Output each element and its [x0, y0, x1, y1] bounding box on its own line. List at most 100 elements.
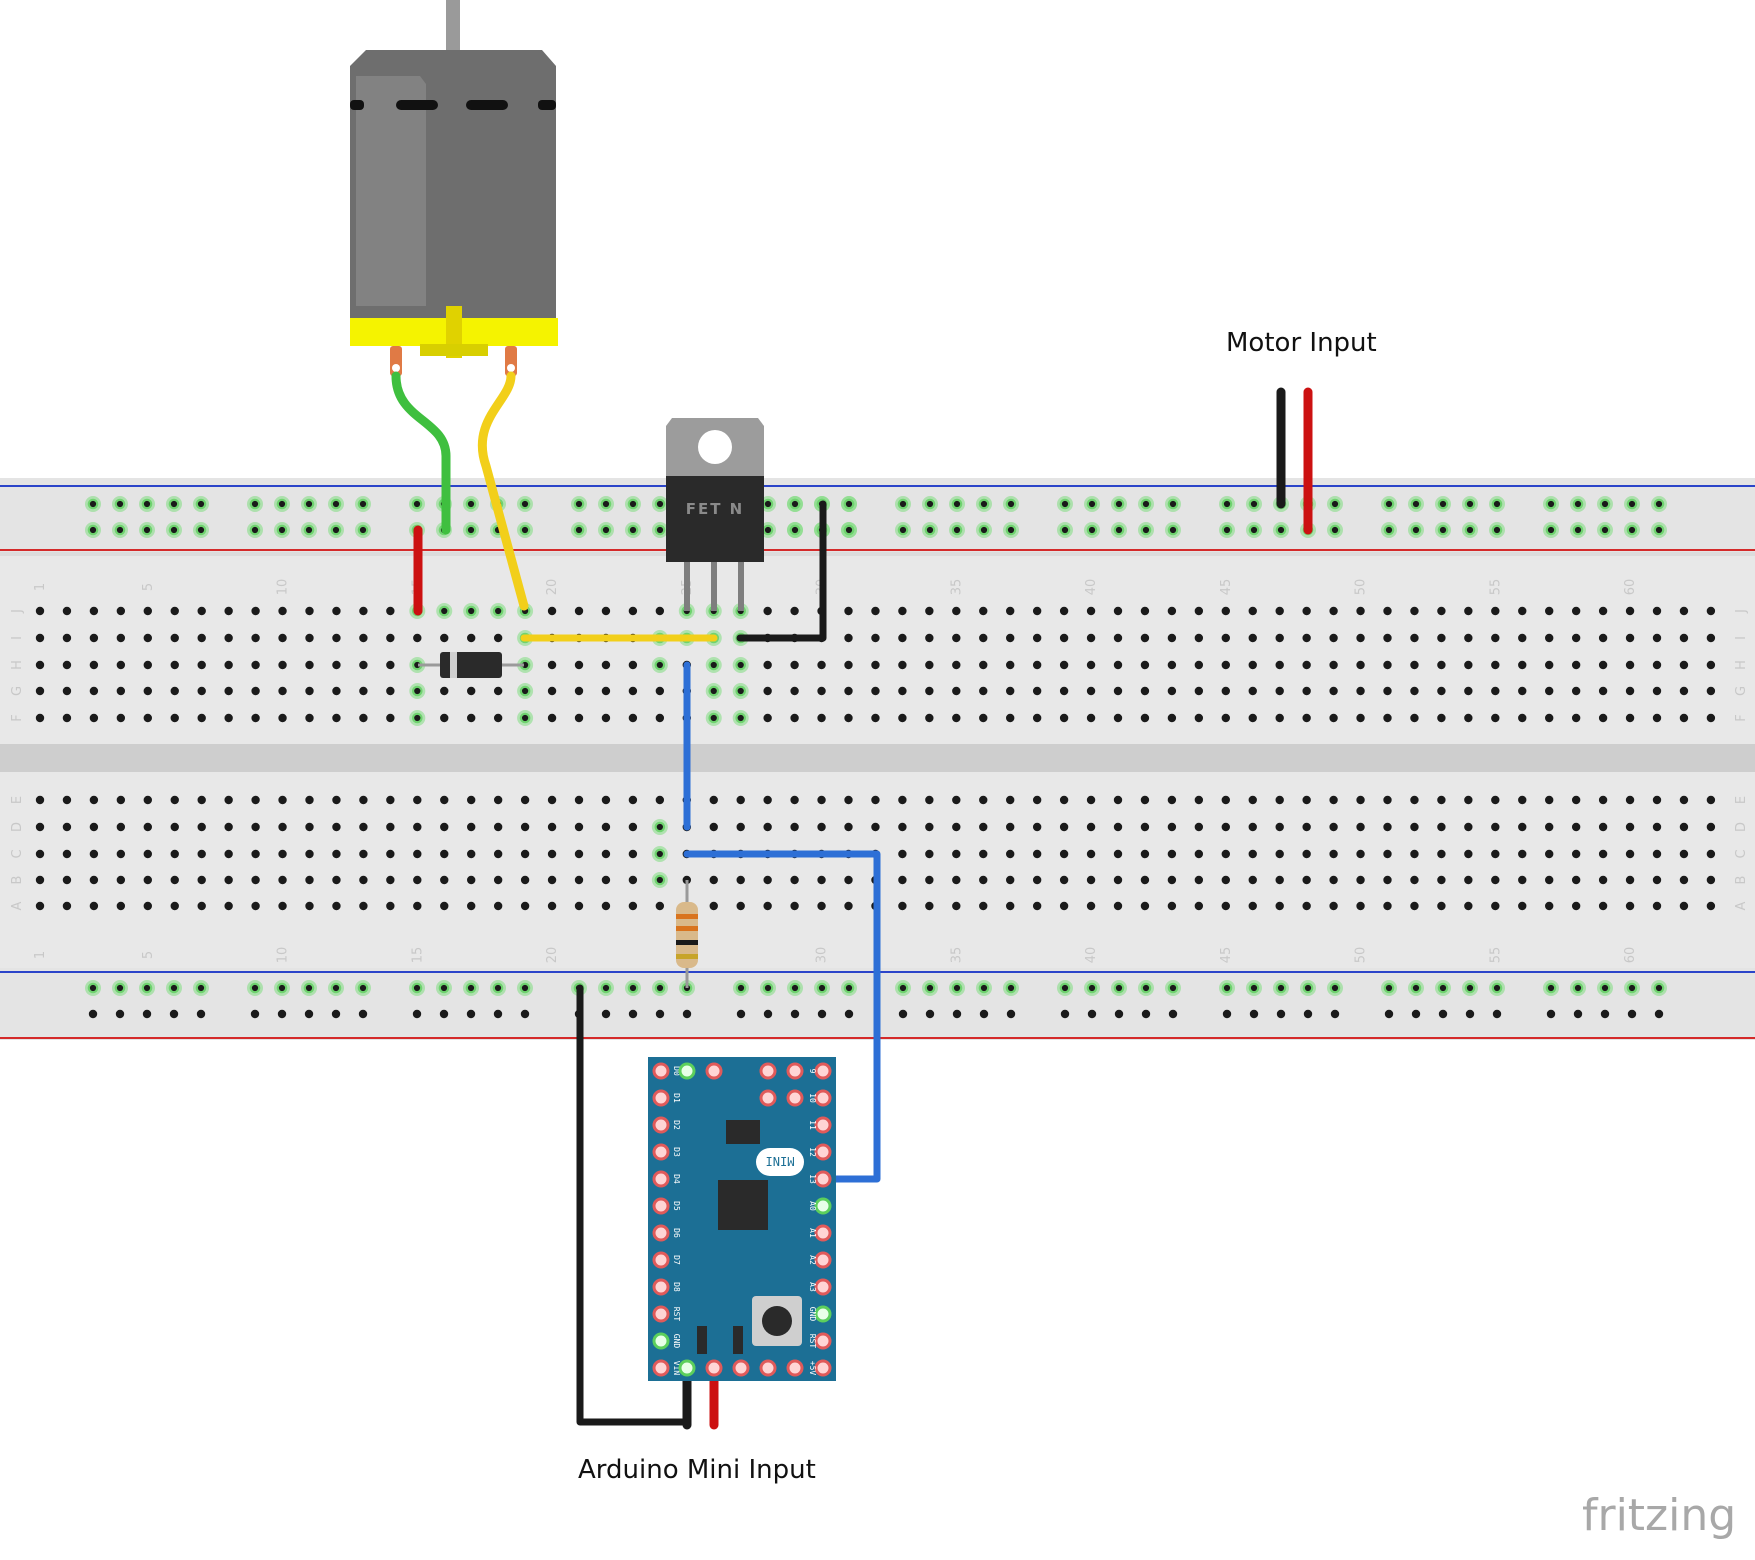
terminal-hole[interactable] — [1221, 875, 1231, 885]
terminal-hole[interactable] — [359, 686, 368, 696]
power-rail-hole[interactable] — [655, 1009, 665, 1019]
power-rail-hole[interactable] — [816, 982, 828, 994]
terminal-hole[interactable] — [1113, 633, 1123, 643]
terminal-hole[interactable] — [35, 822, 45, 832]
terminal-hole[interactable] — [1652, 795, 1662, 805]
terminal-hole[interactable] — [547, 713, 557, 723]
terminal-hole[interactable] — [925, 660, 934, 670]
terminal-hole[interactable] — [574, 822, 584, 832]
terminal-hole[interactable] — [1491, 633, 1500, 643]
terminal-hole[interactable] — [898, 822, 907, 832]
terminal-hole[interactable] — [305, 822, 314, 832]
power-rail-hole[interactable] — [844, 1009, 854, 1019]
terminal-hole[interactable] — [413, 901, 422, 911]
terminal-hole[interactable] — [1706, 795, 1716, 805]
terminal-hole[interactable] — [1545, 795, 1554, 805]
terminal-hole[interactable] — [1518, 633, 1527, 643]
terminal-hole[interactable] — [467, 633, 476, 643]
terminal-hole[interactable] — [35, 901, 45, 911]
terminal-hole[interactable] — [1032, 822, 1042, 832]
terminal-hole[interactable] — [1652, 849, 1662, 859]
terminal-hole[interactable] — [979, 633, 988, 643]
power-rail-hole[interactable] — [627, 524, 639, 536]
terminal-hole[interactable] — [1652, 633, 1662, 643]
power-rail-hole[interactable] — [358, 1009, 368, 1019]
terminal-hole[interactable] — [925, 875, 934, 885]
terminal-hole[interactable] — [1167, 795, 1177, 805]
arduino-pin-left[interactable] — [652, 1278, 670, 1296]
terminal-hole[interactable] — [1356, 822, 1365, 832]
terminal-hole[interactable] — [601, 713, 611, 723]
terminal-hole[interactable] — [62, 713, 72, 723]
terminal-hole[interactable] — [1571, 633, 1581, 643]
power-rail-hole[interactable] — [1653, 498, 1665, 510]
terminal-hole[interactable] — [251, 606, 260, 616]
terminal-hole[interactable] — [278, 633, 287, 643]
terminal-hole[interactable] — [1410, 633, 1419, 643]
power-rail-hole[interactable] — [952, 1009, 962, 1019]
terminal-hole[interactable] — [1059, 606, 1069, 616]
power-rail-hole[interactable] — [1006, 1009, 1016, 1019]
power-rail-hole[interactable] — [1276, 1009, 1286, 1019]
terminal-hole[interactable] — [116, 660, 126, 670]
terminal-hole[interactable] — [35, 875, 45, 885]
terminal-hole[interactable] — [332, 606, 341, 616]
terminal-hole[interactable] — [89, 901, 99, 911]
power-rail-hole[interactable] — [897, 524, 909, 536]
terminal-hole[interactable] — [817, 875, 826, 885]
power-rail-hole[interactable] — [466, 1009, 476, 1019]
terminal-hole[interactable] — [871, 660, 880, 670]
terminal-hole[interactable] — [979, 875, 988, 885]
terminal-hole[interactable] — [170, 901, 179, 911]
terminal-hole[interactable] — [224, 686, 233, 696]
terminal-hole[interactable] — [1275, 795, 1284, 805]
terminal-hole[interactable] — [898, 606, 907, 616]
terminal-hole[interactable] — [1302, 713, 1311, 723]
terminal-hole[interactable] — [952, 849, 961, 859]
power-rail-hole[interactable] — [1572, 524, 1584, 536]
terminal-hole[interactable] — [1248, 849, 1257, 859]
terminal-hole[interactable] — [655, 795, 665, 805]
power-rail-hole[interactable] — [1572, 498, 1584, 510]
terminal-hole[interactable] — [1032, 713, 1042, 723]
terminal-hole[interactable] — [1598, 713, 1608, 723]
terminal-hole[interactable] — [1625, 686, 1635, 696]
terminal-hole[interactable] — [1113, 901, 1123, 911]
terminal-hole[interactable] — [1706, 875, 1716, 885]
power-rail-hole[interactable] — [141, 498, 153, 510]
terminal-hole[interactable] — [925, 686, 934, 696]
terminal-hole[interactable] — [708, 712, 720, 724]
terminal-hole[interactable] — [574, 875, 584, 885]
terminal-hole[interactable] — [440, 875, 449, 885]
terminal-hole[interactable] — [305, 713, 314, 723]
terminal-hole[interactable] — [1383, 875, 1392, 885]
power-rail-hole[interactable] — [1599, 524, 1611, 536]
terminal-hole[interactable] — [143, 686, 152, 696]
terminal-hole[interactable] — [1518, 795, 1527, 805]
power-rail-hole[interactable] — [1465, 1009, 1475, 1019]
power-rail-hole[interactable] — [1248, 498, 1260, 510]
terminal-hole[interactable] — [62, 822, 72, 832]
power-rail-hole[interactable] — [1167, 982, 1179, 994]
terminal-hole[interactable] — [1706, 633, 1716, 643]
terminal-hole[interactable] — [925, 822, 934, 832]
power-rail-hole[interactable] — [303, 982, 315, 994]
terminal-hole[interactable] — [359, 901, 368, 911]
terminal-hole[interactable] — [520, 875, 530, 885]
terminal-hole[interactable] — [1679, 606, 1689, 616]
terminal-hole[interactable] — [817, 713, 826, 723]
terminal-hole[interactable] — [35, 606, 45, 616]
power-rail-hole[interactable] — [978, 524, 990, 536]
terminal-hole[interactable] — [1059, 633, 1069, 643]
terminal-hole[interactable] — [1140, 606, 1150, 616]
power-rail-hole[interactable] — [1545, 982, 1557, 994]
terminal-hole[interactable] — [170, 660, 179, 670]
power-rail-hole[interactable] — [1626, 498, 1638, 510]
terminal-hole[interactable] — [1329, 606, 1338, 616]
terminal-hole[interactable] — [1652, 686, 1662, 696]
terminal-hole[interactable] — [305, 875, 314, 885]
terminal-hole[interactable] — [440, 822, 449, 832]
terminal-hole[interactable] — [89, 875, 99, 885]
terminal-hole[interactable] — [116, 713, 126, 723]
terminal-hole[interactable] — [1032, 901, 1042, 911]
